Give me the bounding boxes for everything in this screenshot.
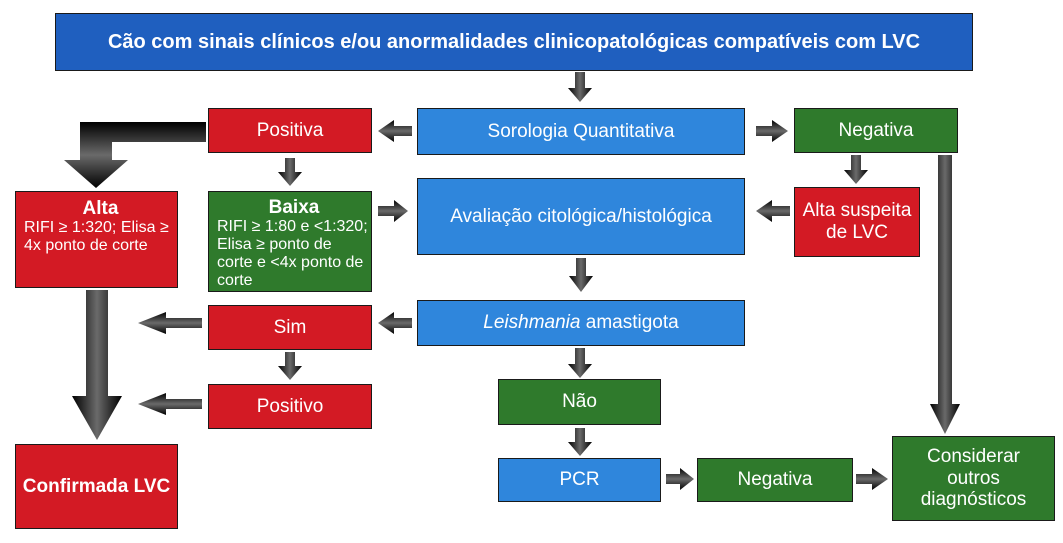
alta-suspeita-label: Alta suspeita de LVC bbox=[802, 200, 912, 243]
negativa-bottom-label: Negativa bbox=[737, 469, 813, 491]
title-box: Cão com sinais clínicos e/ou anormalidad… bbox=[55, 13, 973, 71]
arrow-pcr-to-negativa bbox=[666, 468, 694, 490]
arrow-title-to-sorologia bbox=[568, 72, 592, 102]
positivo-label: Positivo bbox=[256, 395, 324, 417]
arrow-leishmania-to-sim bbox=[378, 312, 412, 334]
alta-box: Alta RIFI ≥ 1:320; Elisa ≥ 4x ponto de c… bbox=[15, 191, 178, 288]
alta-suspeita-box: Alta suspeita de LVC bbox=[794, 187, 920, 257]
sorologia-label: Sorologia Quantitativa bbox=[487, 120, 675, 142]
sim-box: Sim bbox=[208, 305, 372, 350]
sorologia-box: Sorologia Quantitativa bbox=[417, 108, 745, 155]
arrow-alta-to-confirmada bbox=[72, 290, 122, 440]
negativa-bottom-box: Negativa bbox=[697, 458, 853, 502]
arrow-sorologia-to-positiva bbox=[378, 120, 412, 142]
nao-label: Não bbox=[562, 391, 597, 413]
arrow-positiva-to-baixa bbox=[278, 158, 302, 186]
arrow-negativa-to-considerar bbox=[930, 155, 960, 434]
arrow-negativa-to-considerar-bottom bbox=[856, 468, 888, 490]
arrow-avaliacao-to-leishmania bbox=[569, 258, 593, 292]
baixa-title: Baixa bbox=[268, 197, 320, 218]
leishmania-rest: amastigota bbox=[580, 312, 679, 334]
arrow-baixa-to-avaliacao bbox=[378, 200, 408, 222]
considerar-box: Considerar outros diagnósticos bbox=[892, 436, 1055, 521]
arrow-sorologia-to-negativa bbox=[756, 120, 788, 142]
arrow-nao-to-pcr bbox=[568, 428, 592, 456]
pcr-label: PCR bbox=[559, 469, 600, 491]
positivo-box: Positivo bbox=[208, 384, 372, 429]
leishmania-label: Leishmania amastigota bbox=[483, 312, 678, 334]
positiva-label: Positiva bbox=[256, 119, 324, 141]
nao-box: Não bbox=[498, 379, 661, 425]
arrow-sim-to-left bbox=[138, 312, 202, 334]
considerar-label: Considerar outros diagnósticos bbox=[920, 445, 1027, 511]
avaliacao-label: Avaliação citológica/histológica bbox=[450, 205, 712, 227]
positiva-box: Positiva bbox=[208, 108, 372, 153]
arrow-negativa-to-suspeita bbox=[844, 155, 868, 184]
title-text: Cão com sinais clínicos e/ou anormalidad… bbox=[107, 30, 921, 53]
confirmada-label: Confirmada LVC bbox=[22, 475, 171, 497]
sim-label: Sim bbox=[273, 316, 307, 338]
arrow-sim-to-positivo bbox=[278, 352, 302, 380]
avaliacao-box: Avaliação citológica/histológica bbox=[417, 178, 745, 255]
alta-detail: RIFI ≥ 1:320; Elisa ≥ 4x ponto de corte bbox=[24, 219, 169, 255]
arrow-suspeita-to-avaliacao bbox=[756, 200, 790, 222]
baixa-detail: RIFI ≥ 1:80 e <1:320; Elisa ≥ ponto de c… bbox=[217, 218, 368, 289]
baixa-box: Baixa RIFI ≥ 1:80 e <1:320; Elisa ≥ pont… bbox=[208, 191, 372, 292]
confirmada-box: Confirmada LVC bbox=[15, 444, 178, 529]
pcr-box: PCR bbox=[498, 458, 661, 502]
arrow-positivo-to-left bbox=[138, 393, 202, 415]
arrow-leishmania-to-nao bbox=[568, 348, 592, 378]
arrow-positiva-to-alta bbox=[64, 122, 206, 188]
alta-title: Alta bbox=[82, 198, 119, 219]
negativa-top-label: Negativa bbox=[838, 119, 914, 141]
leishmania-italic: Leishmania bbox=[483, 312, 581, 334]
leishmania-box: Leishmania amastigota bbox=[417, 300, 745, 346]
negativa-top-box: Negativa bbox=[794, 108, 958, 153]
